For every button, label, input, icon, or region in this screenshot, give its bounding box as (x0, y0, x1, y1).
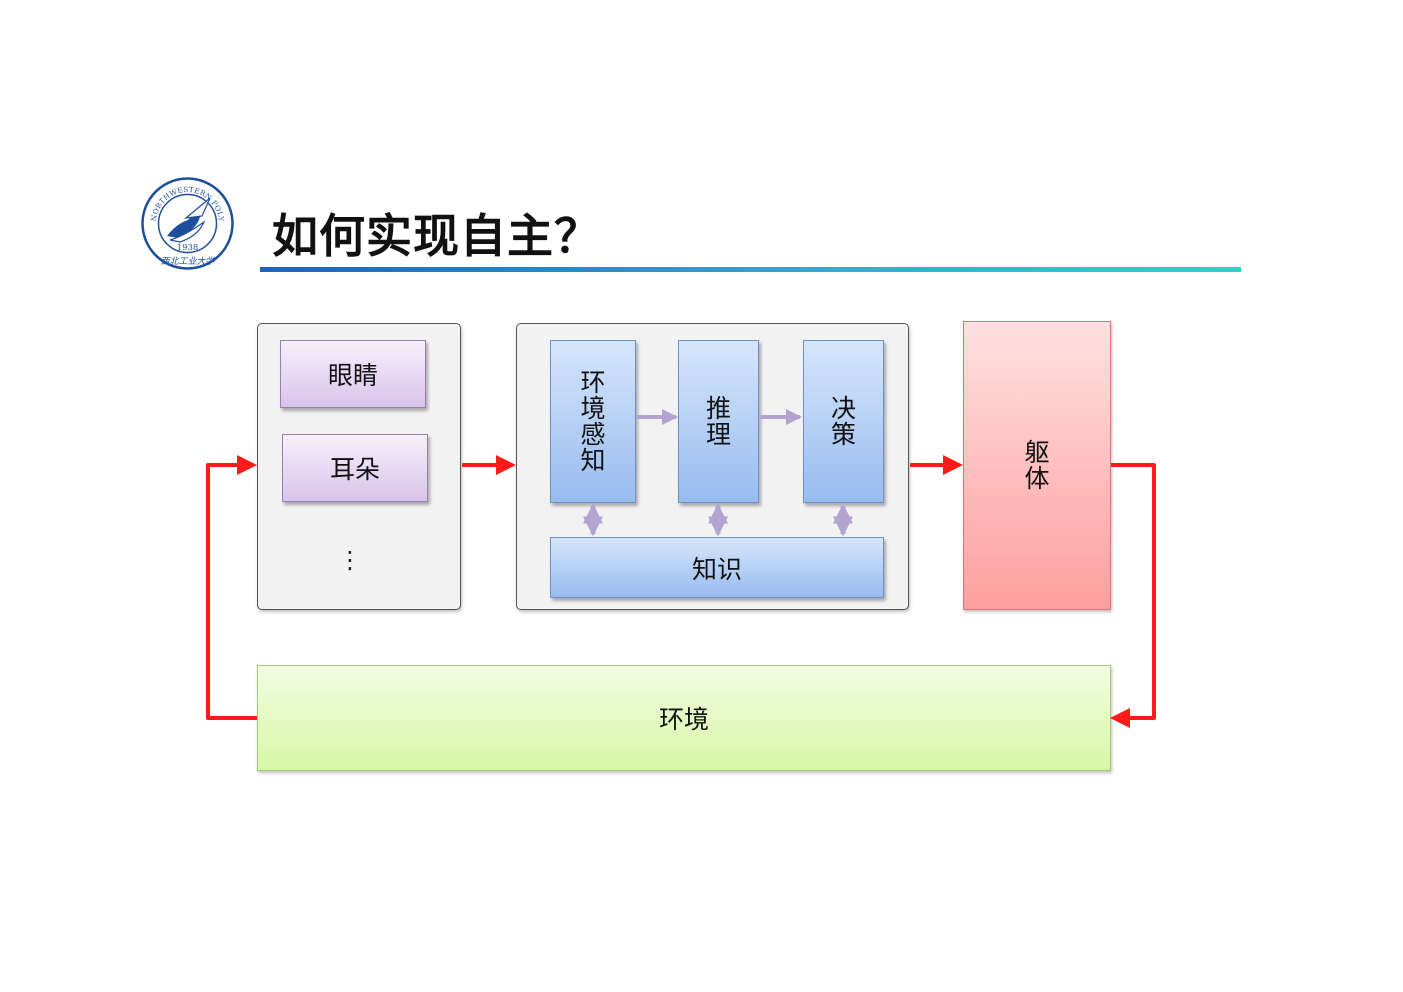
body-node: 躯体 (963, 321, 1111, 610)
ears-node: 耳朵 (282, 434, 428, 502)
arrow-environment-to-sensors (206, 455, 257, 720)
environment-node: 环境 (257, 665, 1111, 771)
environment-label: 环境 (658, 705, 709, 734)
arrow-body-to-environment (1110, 463, 1156, 728)
body-label: 躯体 (1024, 437, 1050, 493)
logo-year: 1938 (177, 243, 199, 253)
reasoning-label: 推理 (705, 393, 731, 449)
decision-label: 决策 (830, 393, 856, 449)
university-logo: NORTHWESTERN POLYTECHNICAL UNIVERSITY 19… (136, 169, 235, 271)
knowledge-label: 知识 (691, 554, 742, 584)
perception-node: 环境感知 (550, 340, 636, 503)
more-sensors-ellipsis: ⋮ (338, 546, 362, 574)
title-underline (260, 267, 1241, 272)
eyes-label: 眼睛 (327, 361, 378, 390)
logo-chinese-name: 西北工业大学 (160, 256, 215, 267)
reasoning-node: 推理 (678, 340, 759, 503)
ears-label: 耳朵 (329, 455, 380, 484)
decision-node: 决策 (803, 340, 884, 503)
eyes-node: 眼睛 (280, 340, 426, 408)
knowledge-node: 知识 (550, 537, 884, 598)
perception-label: 环境感知 (580, 367, 606, 475)
page-title: 如何实现自主？ (272, 209, 601, 263)
